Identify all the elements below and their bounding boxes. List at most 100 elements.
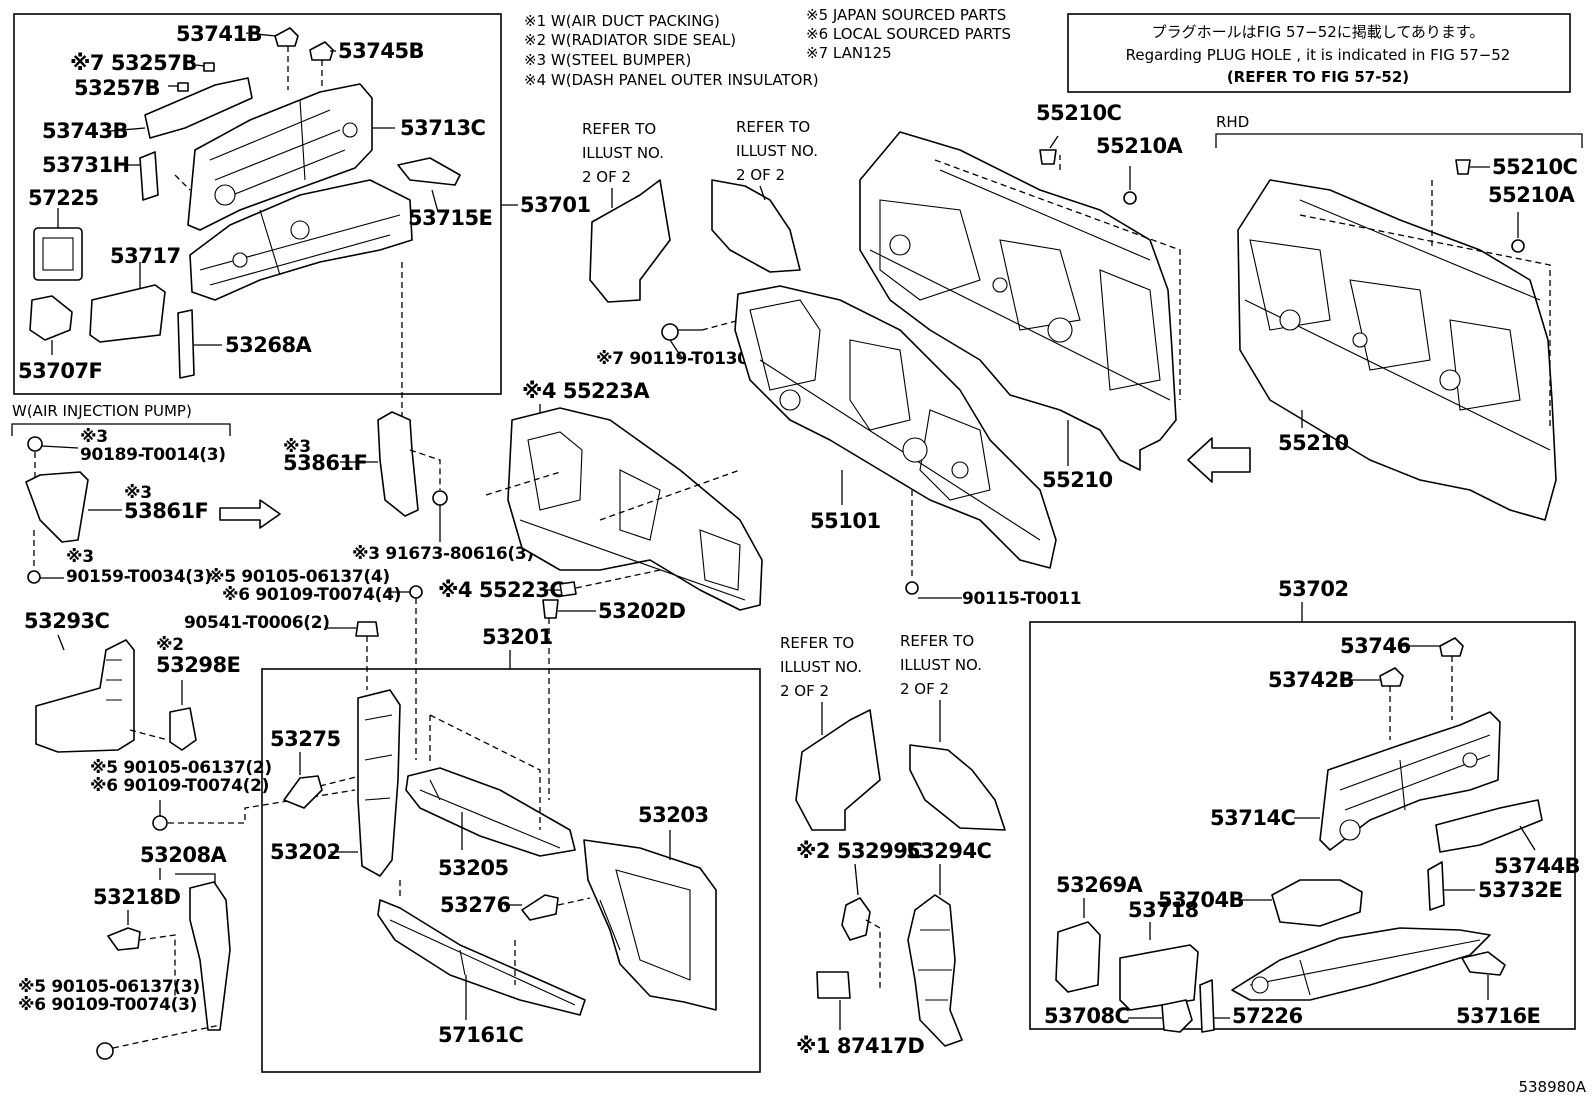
part-53718 [1119, 944, 1199, 1011]
bolt-90119 [661, 323, 679, 341]
label-53275: 53275 [270, 727, 341, 751]
part-53745B [309, 41, 334, 61]
refer-block-4: REFER TO ILLUST NO. 2 OF 2 [900, 632, 1006, 831]
part-53716-apron [1231, 927, 1491, 1001]
refer-block-3: REFER TO ILLUST NO. 2 OF 2 [780, 634, 881, 831]
label-53743B: 53743B [42, 119, 128, 143]
label-90109-4: ※6 90109-T0074(4) [222, 585, 401, 605]
part-57161C [377, 899, 586, 1016]
part-53299C [841, 897, 871, 941]
label-53298E: 53298E [156, 653, 240, 677]
refer-block-2: REFER TO ILLUST NO. 2 OF 2 [711, 118, 818, 273]
plug-note-ref: (REFER TO FIG 57-52) [1227, 68, 1409, 86]
bolt-90189 [27, 436, 43, 452]
label-53218D: 53218D [93, 885, 181, 909]
part-53861F-b [377, 411, 419, 517]
label-53205: 53205 [438, 856, 509, 880]
refer-3-l2: ILLUST NO. [780, 658, 862, 676]
label-53741B: 53741B [176, 22, 262, 46]
refer-2-l3: 2 OF 2 [736, 166, 785, 184]
label-90189: 90189-T0014(3) [80, 445, 226, 465]
sym-3c: ※3 [66, 547, 94, 567]
part-53208A [189, 881, 231, 1031]
note-2: ※2 W(RADIATOR SIDE SEAL) [524, 31, 736, 49]
label-53704B: 53704B [1158, 888, 1244, 912]
part-53708C [1161, 999, 1193, 1033]
label-55101: 55101 [810, 509, 881, 533]
group-55223A: ※4 55223A [485, 379, 763, 611]
note-7: ※7 LAN125 [806, 44, 892, 62]
label-53702: 53702 [1278, 577, 1349, 601]
part-refer-1 [589, 179, 671, 303]
label-90119: ※7 90119-T0130 [596, 349, 749, 369]
figure-id: 538980A [1518, 1078, 1586, 1096]
part-55223A [507, 407, 763, 611]
group-53201: 53201 53275 53202 53205 53203 53276 5716… [261, 625, 761, 1073]
refer-1-l1: REFER TO [582, 120, 656, 138]
bolt-55210A-a [1123, 191, 1137, 205]
refer-4-l1: REFER TO [900, 632, 974, 650]
bolt-90159 [27, 570, 41, 584]
label-53861F-b: 53861F [283, 451, 367, 475]
part-55223C [559, 581, 577, 597]
label-87417D: ※1 87417D [796, 1034, 924, 1058]
label-53861F-a: 53861F [124, 499, 208, 523]
label-53276: 53276 [440, 893, 511, 917]
part-53268A [177, 309, 195, 379]
label-53732E: 53732E [1478, 878, 1562, 902]
refer-2-l1: REFER TO [736, 118, 810, 136]
part-53701-apron [189, 179, 413, 301]
label-53744B: 53744B [1494, 854, 1580, 878]
label-53269A: 53269A [1056, 873, 1144, 897]
group-53293C: 53293C ※2 53298E ※5 90105-06137(2) ※6 90… [24, 609, 356, 831]
part-90541 [355, 621, 379, 637]
label-53715E: 53715E [408, 206, 492, 230]
label-53707F: 53707F [18, 359, 102, 383]
label-53714C: 53714C [1210, 806, 1296, 830]
label-53257B-7: ※7 53257B [70, 51, 197, 75]
part-53861F-a [25, 471, 89, 543]
label-53202D: 53202D [598, 599, 686, 623]
part-53744B [1435, 799, 1543, 853]
label-53701: 53701 [520, 193, 591, 217]
part-refer-4 [909, 744, 1006, 831]
part-53714C [1319, 711, 1501, 851]
part-53218D [107, 927, 141, 951]
sym-3b: ※3 [124, 483, 152, 503]
label-53294C: 53294C [906, 839, 992, 863]
part-refer-2 [711, 179, 801, 273]
label-90541: 90541-T0006(2) [184, 613, 330, 633]
note-6: ※6 LOCAL SOURCED PARTS [806, 25, 1011, 43]
part-53741B [274, 27, 299, 47]
label-53268A: 53268A [225, 333, 313, 357]
label-57161C: 57161C [438, 1023, 524, 1047]
part-55210-rhd [1237, 179, 1557, 521]
refer-1-l2: ILLUST NO. [582, 144, 664, 162]
label-90105-4: ※5 90105-06137(4) [208, 567, 390, 587]
sym-3d: ※3 [283, 437, 311, 457]
label-53203: 53203 [638, 803, 709, 827]
plug-note-en: Regarding PLUG HOLE , it is indicated in… [1126, 46, 1511, 64]
plug-note-jp: プラグホールはFIG 57−52に掲載してあります。 [1152, 23, 1485, 41]
group-53701: 53701 53741B [13, 13, 591, 420]
part-refer-3 [795, 709, 881, 831]
part-53257B-b [177, 82, 189, 92]
bolt-90105-4 [409, 585, 423, 599]
note-1: ※1 W(AIR DUCT PACKING) [524, 12, 720, 30]
label-55210C-b: 55210C [1492, 155, 1578, 179]
part-87417D [816, 971, 851, 999]
label-90109-3: ※6 90109-T0074(3) [18, 995, 197, 1015]
refer-2-l2: ILLUST NO. [736, 142, 818, 160]
label-53293C: 53293C [24, 609, 110, 633]
label-53208A: 53208A [140, 843, 228, 867]
part-53717 [89, 284, 166, 343]
part-57226 [1199, 979, 1215, 1033]
part-53716E [1461, 951, 1506, 976]
part-53203 [583, 839, 717, 1011]
group-53702: 53702 53746 53742B 53714C 53744B 53732E … [1029, 577, 1581, 1033]
refer-3-l3: 2 OF 2 [780, 682, 829, 700]
part-53731H [139, 151, 159, 201]
note-3: ※3 W(STEEL BUMPER) [524, 51, 691, 69]
bolt-55210C-b [1455, 159, 1471, 175]
label-53717: 53717 [110, 244, 181, 268]
